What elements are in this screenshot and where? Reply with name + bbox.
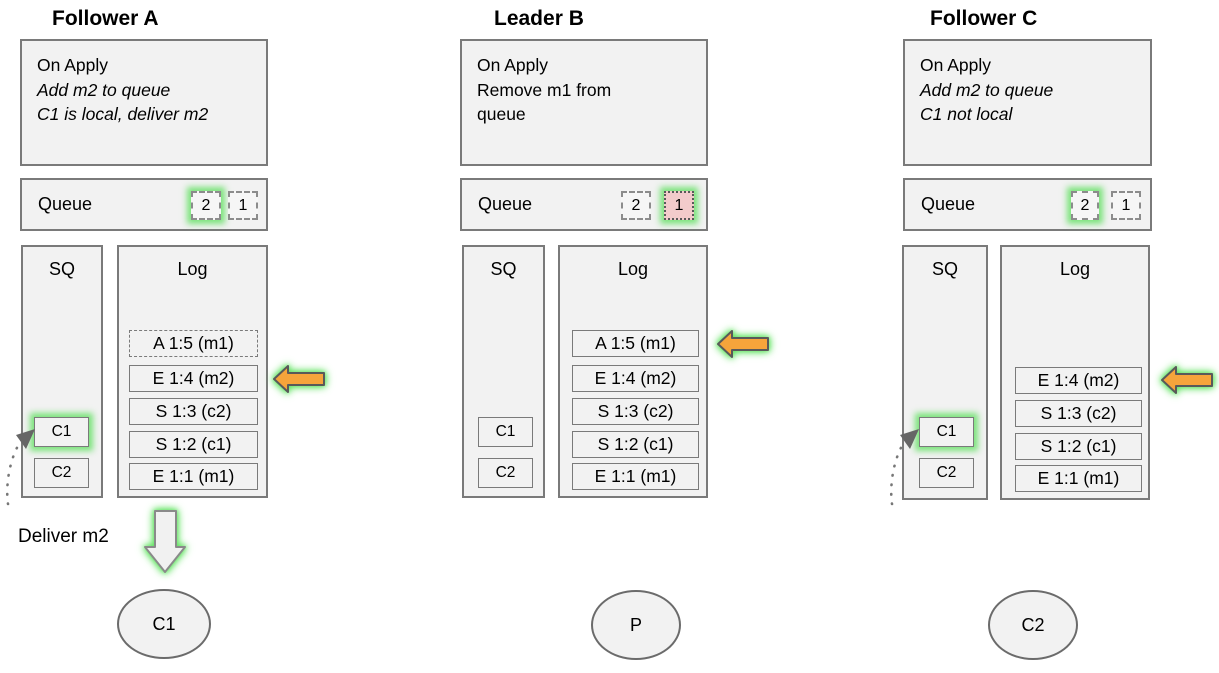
follower-a-queue-box: Queue 2 1	[20, 178, 268, 231]
on-apply-line: C1 is local, deliver m2	[37, 104, 209, 124]
log-entry: E 1:4 (m2)	[1015, 367, 1142, 394]
queue-slot-2: 2	[1071, 191, 1099, 220]
queue-slot-1: 1	[1111, 191, 1141, 220]
log-entry: A 1:5 (m1)	[129, 330, 258, 357]
follower-c-on-apply-box: On Apply Add m2 to queue C1 not local	[903, 39, 1152, 166]
follower-a-on-apply-box: On Apply Add m2 to queue C1 is local, de…	[20, 39, 268, 166]
log-entry: A 1:5 (m1)	[572, 330, 699, 357]
sq-item-c2: C2	[34, 458, 89, 488]
on-apply-line: Add m2 to queue	[37, 79, 171, 100]
log-entry: S 1:2 (c1)	[572, 431, 699, 458]
on-apply-line: Remove m1 from	[477, 79, 612, 100]
queue-slot-2: 2	[191, 191, 221, 220]
queue-slot-2: 2	[621, 191, 651, 220]
queue-slot-1: 1	[228, 191, 258, 220]
sq-header: SQ	[490, 259, 517, 279]
log-entry: S 1:3 (c2)	[129, 398, 258, 425]
follower-a-title: Follower A	[52, 7, 159, 30]
left-arrow-icon	[717, 330, 769, 358]
sq-item-c2: C2	[478, 458, 533, 488]
follower-a-log-box: Log A 1:5 (m1) E 1:4 (m2) S 1:3 (c2) S 1…	[117, 245, 268, 498]
log-header: Log	[177, 259, 208, 279]
left-arrow-icon	[1161, 366, 1213, 394]
log-entry: S 1:2 (c1)	[129, 431, 258, 458]
client-node-c2: C2	[988, 590, 1078, 660]
log-entry: E 1:1 (m1)	[572, 463, 699, 490]
log-entry: E 1:4 (m2)	[129, 365, 258, 392]
queue-slot-1: 1	[664, 191, 694, 220]
dotted-arrow-icon	[890, 429, 919, 506]
log-header: Log	[1059, 259, 1091, 279]
log-entry: S 1:2 (c1)	[1015, 433, 1142, 460]
deliver-label: Deliver m2	[18, 526, 109, 547]
leader-b-title: Leader B	[494, 7, 584, 30]
leader-b-queue-box: Queue 2 1	[460, 178, 708, 231]
sq-header: SQ	[48, 259, 75, 279]
leader-b-on-apply-box: On Apply Remove m1 from queue	[460, 39, 708, 166]
leader-b-log-box: Log A 1:5 (m1) E 1:4 (m2) S 1:3 (c2) S 1…	[558, 245, 708, 498]
log-entry: S 1:3 (c2)	[1015, 400, 1142, 427]
on-apply-line: C1 not local	[920, 104, 1013, 124]
sq-item-c1: C1	[34, 417, 89, 447]
follower-c-title: Follower C	[930, 7, 1038, 30]
dotted-arrow-icon	[6, 429, 35, 506]
sq-item-c2: C2	[919, 458, 974, 488]
on-apply-line: On Apply	[477, 55, 549, 75]
queue-label: Queue	[921, 194, 976, 214]
left-arrow-icon	[273, 365, 325, 393]
queue-label: Queue	[38, 194, 93, 214]
on-apply-line: On Apply	[37, 55, 109, 75]
sq-item-c1: C1	[919, 417, 974, 447]
on-apply-line: Add m2 to queue	[920, 79, 1054, 100]
log-entry: S 1:3 (c2)	[572, 398, 699, 425]
leader-b-sq-box: SQ C1 C2	[462, 245, 545, 498]
log-entry: E 1:4 (m2)	[572, 365, 699, 392]
client-node-c1: C1	[117, 589, 211, 659]
log-header: Log	[617, 259, 649, 279]
follower-a-sq-box: SQ C1 C2	[21, 245, 103, 498]
follower-c-log-box: Log E 1:4 (m2) S 1:3 (c2) S 1:2 (c1) E 1…	[1000, 245, 1150, 500]
sq-item-c1: C1	[478, 417, 533, 447]
process-node-p: P	[591, 590, 681, 660]
log-entry: E 1:1 (m1)	[129, 463, 258, 490]
on-apply-line: queue	[477, 104, 526, 124]
queue-label: Queue	[478, 194, 533, 214]
down-arrow-icon	[144, 510, 186, 573]
on-apply-line: On Apply	[920, 55, 992, 75]
sq-header: SQ	[931, 259, 958, 279]
follower-c-sq-box: SQ C1 C2	[902, 245, 988, 500]
log-entry: E 1:1 (m1)	[1015, 465, 1142, 492]
follower-c-queue-box: Queue 2 1	[903, 178, 1152, 231]
